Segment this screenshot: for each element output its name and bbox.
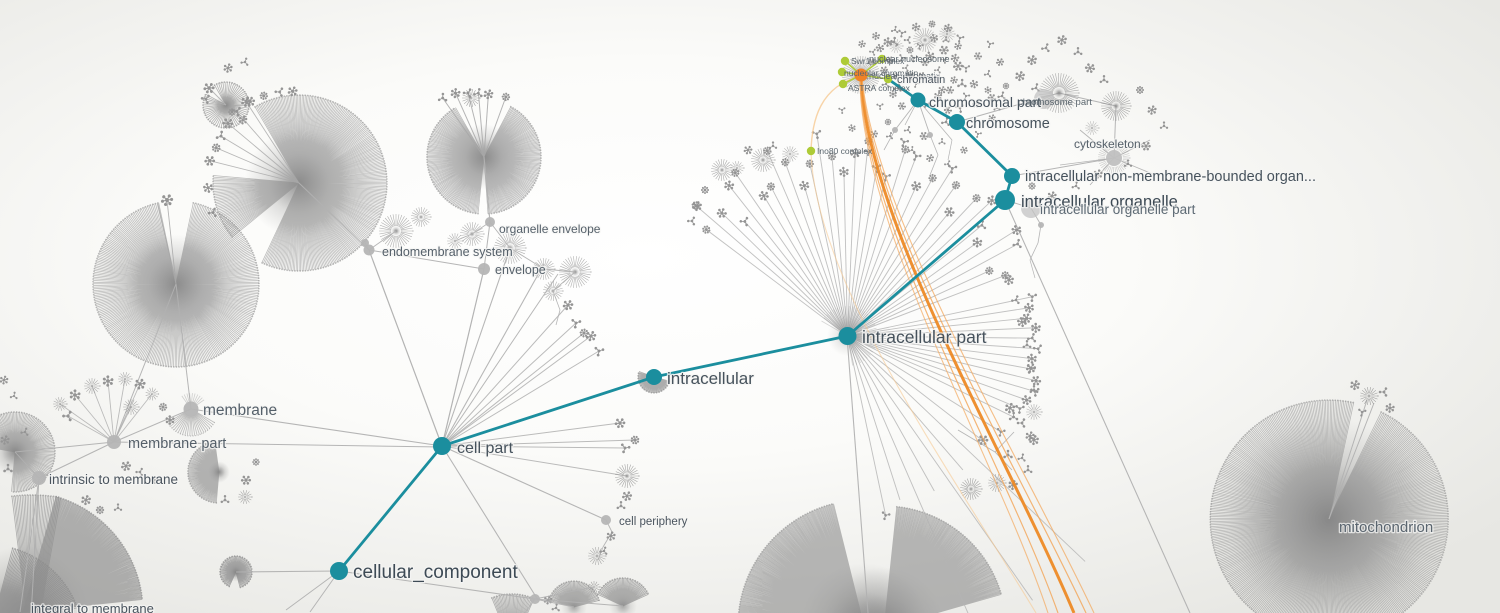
svg-text:cellular_component: cellular_component <box>353 562 518 583</box>
svg-text:chromosome: chromosome <box>966 116 1050 132</box>
svg-text:nucleolar chromatin: nucleolar chromatin <box>844 68 918 78</box>
svg-text:ASTRA complex: ASTRA complex <box>848 83 911 93</box>
svg-text:cell part: cell part <box>457 440 514 457</box>
svg-text:membrane: membrane <box>203 402 277 419</box>
svg-text:intracellular organelle: intracellular organelle <box>1021 193 1178 211</box>
svg-text:chromosome part: chromosome part <box>1018 97 1092 108</box>
svg-text:nuclear nucleosome: nuclear nucleosome <box>869 54 950 64</box>
svg-text:intrinsic to membrane: intrinsic to membrane <box>49 472 178 487</box>
svg-text:organelle envelope: organelle envelope <box>499 222 601 236</box>
svg-text:Swr1 complex: Swr1 complex <box>851 56 905 66</box>
svg-text:envelope: envelope <box>495 263 546 277</box>
svg-text:intracellular: intracellular <box>667 369 754 388</box>
svg-text:integral to membrane: integral to membrane <box>31 601 154 613</box>
svg-text:membrane part: membrane part <box>128 436 226 452</box>
svg-text:intracellular organelle part: intracellular organelle part <box>1040 202 1196 217</box>
svg-text:nuclear chromatin: nuclear chromatin <box>869 71 941 81</box>
svg-text:intracellular part: intracellular part <box>862 327 987 347</box>
svg-text:cell periphery: cell periphery <box>619 516 688 528</box>
svg-text:mitochondrion: mitochondrion <box>1339 519 1433 536</box>
svg-text:endomembrane system: endomembrane system <box>382 245 513 259</box>
svg-text:Ino80 complex: Ino80 complex <box>817 146 873 156</box>
svg-text:chromatin: chromatin <box>897 74 945 86</box>
svg-text:cytoskeleton: cytoskeleton <box>1074 137 1141 151</box>
svg-text:chromosomal part: chromosomal part <box>929 94 1041 110</box>
svg-text:intracellular non-membrane-bou: intracellular non-membrane-bounded organ… <box>1025 169 1316 185</box>
